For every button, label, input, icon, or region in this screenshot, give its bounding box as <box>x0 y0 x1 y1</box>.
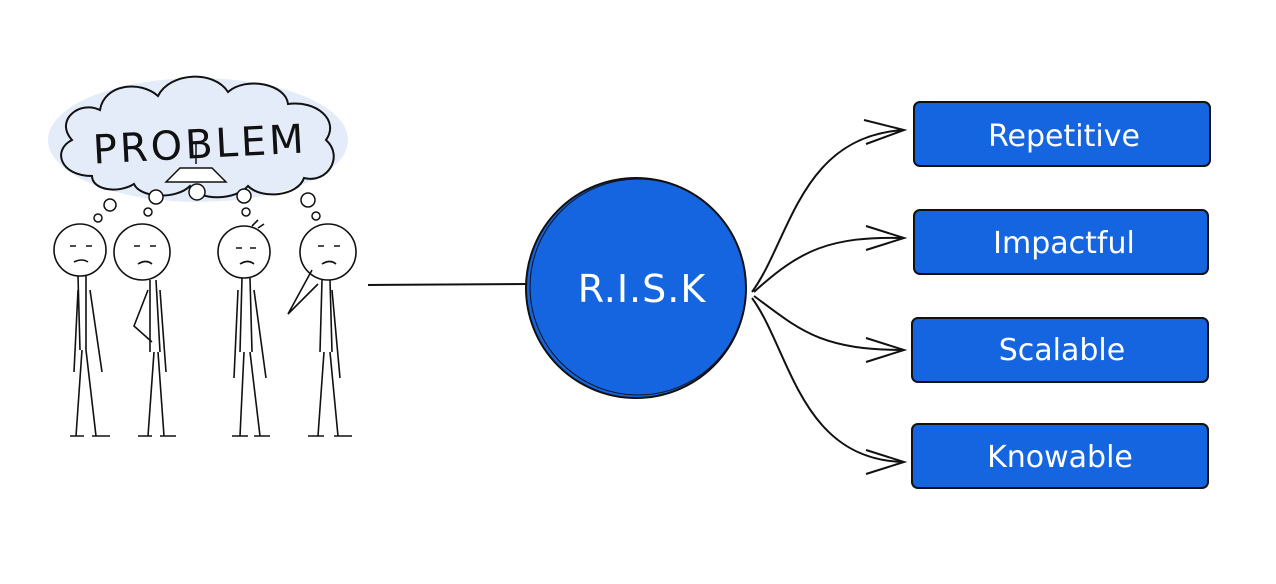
branch-label-scalable: Scalable <box>999 333 1125 368</box>
branch-box-repetitive: Repetitive <box>913 101 1211 167</box>
risk-label: R.I.S.K <box>578 267 707 311</box>
cloud-problem-label: PROBLEM <box>92 116 308 173</box>
stick-figure-icon <box>287 223 357 437</box>
branch-connectors <box>751 119 908 475</box>
branch-arrow-repetitive <box>751 129 905 293</box>
branch-box-impactful: Impactful <box>913 209 1209 275</box>
stick-figure-icon <box>113 223 176 437</box>
branch-arrow-impactful <box>753 236 905 293</box>
thought-cloud: PROBLEM <box>48 75 348 223</box>
branch-arrow-scalable <box>753 295 905 351</box>
stick-figure-group <box>53 219 357 437</box>
branch-arrow-knowable <box>751 297 905 463</box>
branch-label-impactful: Impactful <box>993 226 1135 261</box>
lightbulb-icon <box>164 142 228 201</box>
branch-box-knowable: Knowable <box>911 423 1209 489</box>
stick-figure-icon <box>53 223 110 437</box>
branch-box-scalable: Scalable <box>911 317 1209 383</box>
risk-node: R.I.S.K <box>525 177 747 399</box>
branch-label-knowable: Knowable <box>987 440 1133 475</box>
branch-label-repetitive: Repetitive <box>988 119 1140 154</box>
stick-figure-icon <box>217 219 271 437</box>
connector-line <box>367 283 529 286</box>
